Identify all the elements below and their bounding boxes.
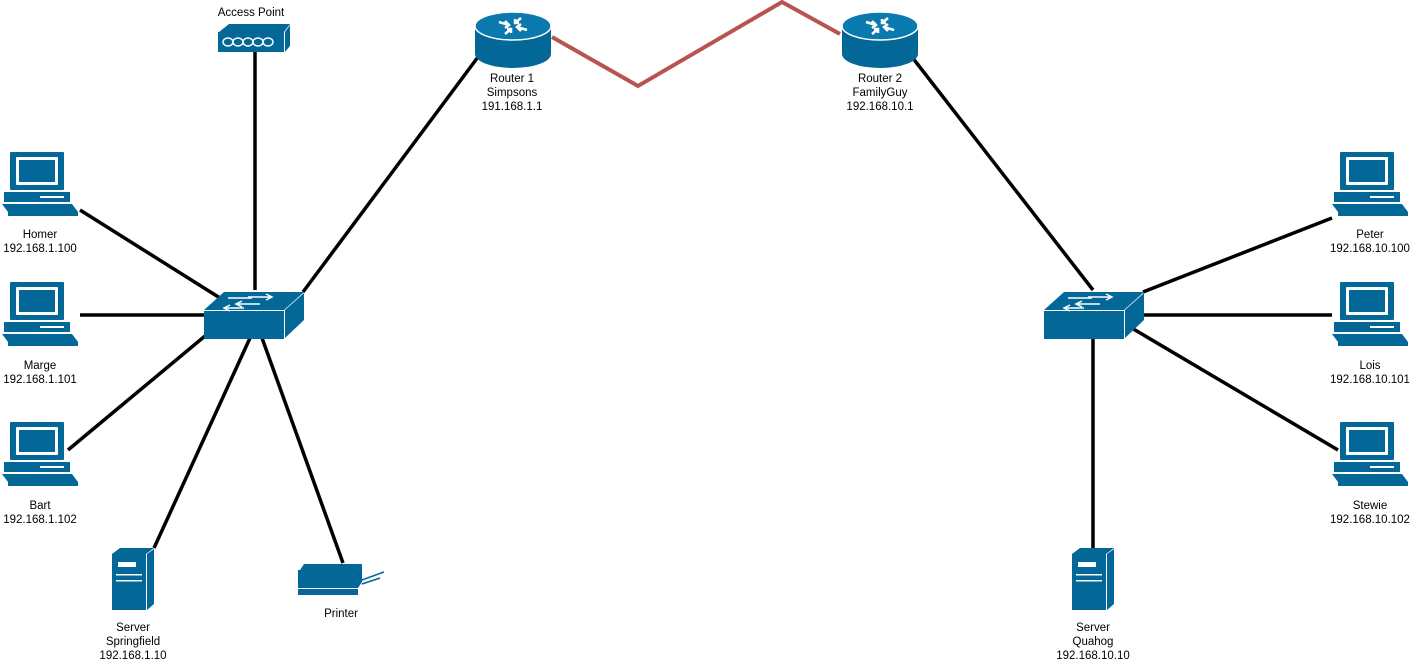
workstation-ip: 192.168.10.102 [1330,514,1410,526]
workstation-name: Bart [29,500,51,512]
router-1-name: Router 1 [490,73,534,85]
server-label: Server [1076,622,1110,634]
switch-icon [1043,291,1145,340]
workstation-name: Lois [1359,360,1380,372]
workstation-homer: Homer 192.168.1.100 [2,152,78,255]
workstation-ip: 192.168.1.101 [3,374,77,386]
workstation-marge: Marge 192.168.1.101 [2,282,78,386]
switch-familyguy [1043,291,1145,340]
router-2-ip: 192.168.10.1 [846,101,913,113]
workstation-icon [2,422,78,486]
printer: Printer [298,564,385,620]
workstation-name: Marge [24,360,57,372]
router-1: Router 1 Simpsons 191.168.1.1 [473,10,553,113]
link-homer-switch [79,208,221,300]
router-icon [473,10,553,70]
workstation-name: Homer [23,229,58,241]
access-point-label: Access Point [218,7,285,19]
workstation-ip: 192.168.10.100 [1330,243,1410,255]
router-1-site: Simpsons [487,87,538,99]
workstation-icon [1332,282,1408,346]
server-ip: 192.168.1.10 [99,650,166,662]
router-2-name: Router 2 [858,73,902,85]
link-stewie-switch [1129,325,1339,452]
server-springfield: Server Springfield 192.168.1.10 [99,548,167,662]
switch-icon [203,291,305,340]
router-2: Router 2 FamilyGuy 192.168.10.1 [840,10,920,113]
printer-icon [298,564,385,595]
link-server-springfield-switch [152,337,252,549]
router-2-site: FamilyGuy [853,87,908,99]
workstation-ip: 192.168.10.101 [1330,374,1410,386]
links [66,0,1339,564]
access-point: Access Point [218,7,290,52]
link-router1-switch [301,55,480,294]
server-ip: 192.168.10.10 [1056,650,1130,662]
workstation-icon [1332,152,1408,216]
workstation-bart: Bart 192.168.1.102 [2,422,78,526]
server-name: Springfield [106,636,160,648]
router-1-ip: 191.168.1.1 [482,101,543,113]
printer-label: Printer [324,608,358,620]
workstation-lois: Lois 192.168.10.101 [1330,282,1410,386]
workstation-ip: 192.168.1.102 [3,514,77,526]
workstation-icon [2,282,78,346]
link-peter-switch [1142,216,1333,294]
server-name: Quahog [1073,636,1114,648]
workstation-ip: 192.168.1.100 [3,243,77,255]
workstation-name: Stewie [1353,500,1388,512]
link-bart-switch [66,334,207,452]
access-point-icon [218,24,290,52]
server-icon [112,548,154,610]
workstation-name: Peter [1356,229,1384,241]
workstation-icon [2,152,78,216]
workstation-peter: Peter 192.168.10.100 [1330,152,1410,255]
router-icon [840,10,920,70]
wan-link-router1-router2 [551,0,841,89]
switch-simpsons [203,291,305,340]
workstation-icon [1332,422,1408,486]
server-label: Server [116,622,150,634]
workstation-stewie: Stewie 192.168.10.102 [1330,422,1410,526]
link-router2-switch [910,55,1095,292]
link-printer-switch [260,337,345,564]
server-icon [1072,548,1114,610]
server-quahog: Server Quahog 192.168.10.10 [1056,548,1130,662]
